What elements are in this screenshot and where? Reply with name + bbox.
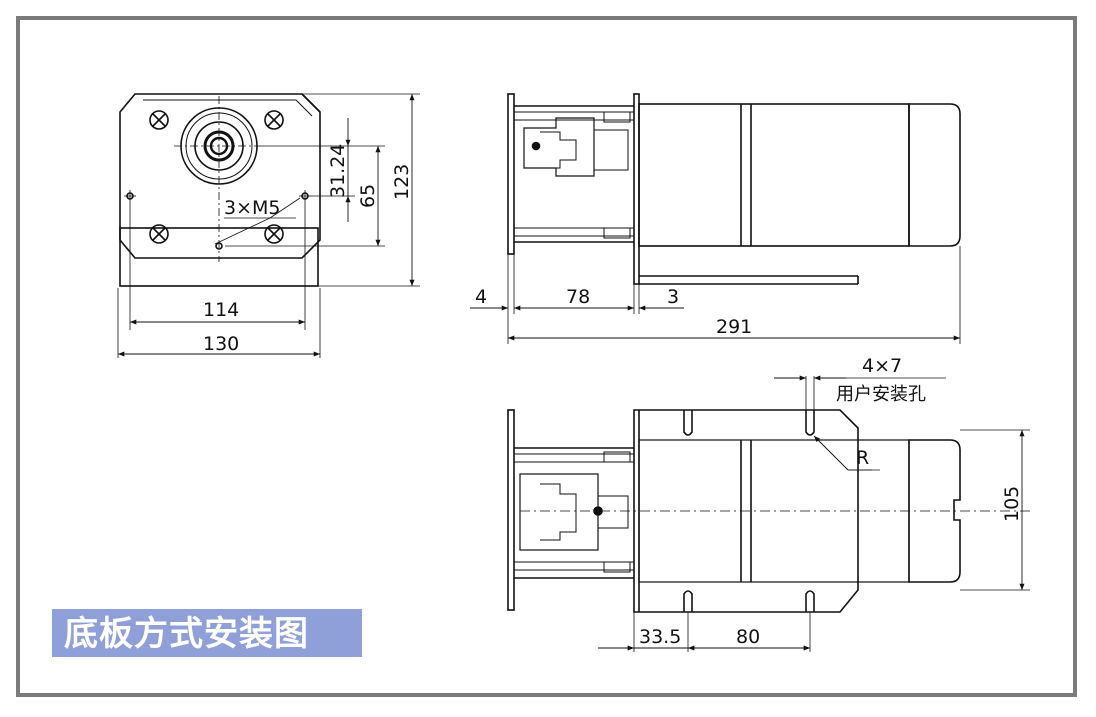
dim-gear-length: 78 [566, 286, 590, 308]
front-view [117, 93, 420, 358]
dim-offset: 33.5 [639, 626, 681, 648]
dim-vertical-65: 65 [357, 184, 379, 208]
dim-shaft-offset: 31.24 [327, 144, 349, 198]
screw-icon [149, 110, 169, 130]
screw-icon [149, 224, 169, 244]
dim-width: 105 [1001, 486, 1023, 522]
radius-label: R [856, 447, 869, 469]
hole-note: 3×M5 [224, 197, 281, 219]
dim-flange: 4 [475, 286, 487, 308]
dim-total-length: 291 [716, 316, 752, 338]
dim-plate: 3 [667, 286, 679, 308]
dim-flange-width: 130 [203, 333, 239, 355]
hole-label: 用户安装孔 [836, 384, 926, 405]
hole-count-size: 4×7 [862, 355, 902, 377]
top-view [507, 375, 1030, 652]
dim-mounting-pitch: 114 [203, 299, 239, 321]
drawing-border [16, 16, 1077, 697]
screw-icon [264, 110, 284, 130]
dim-pitch: 80 [736, 626, 760, 648]
screw-icon [264, 224, 284, 244]
side-view [470, 93, 961, 344]
page-title: 底板方式安装图 [64, 614, 309, 654]
dim-height: 123 [391, 164, 413, 200]
title-banner [52, 609, 362, 657]
